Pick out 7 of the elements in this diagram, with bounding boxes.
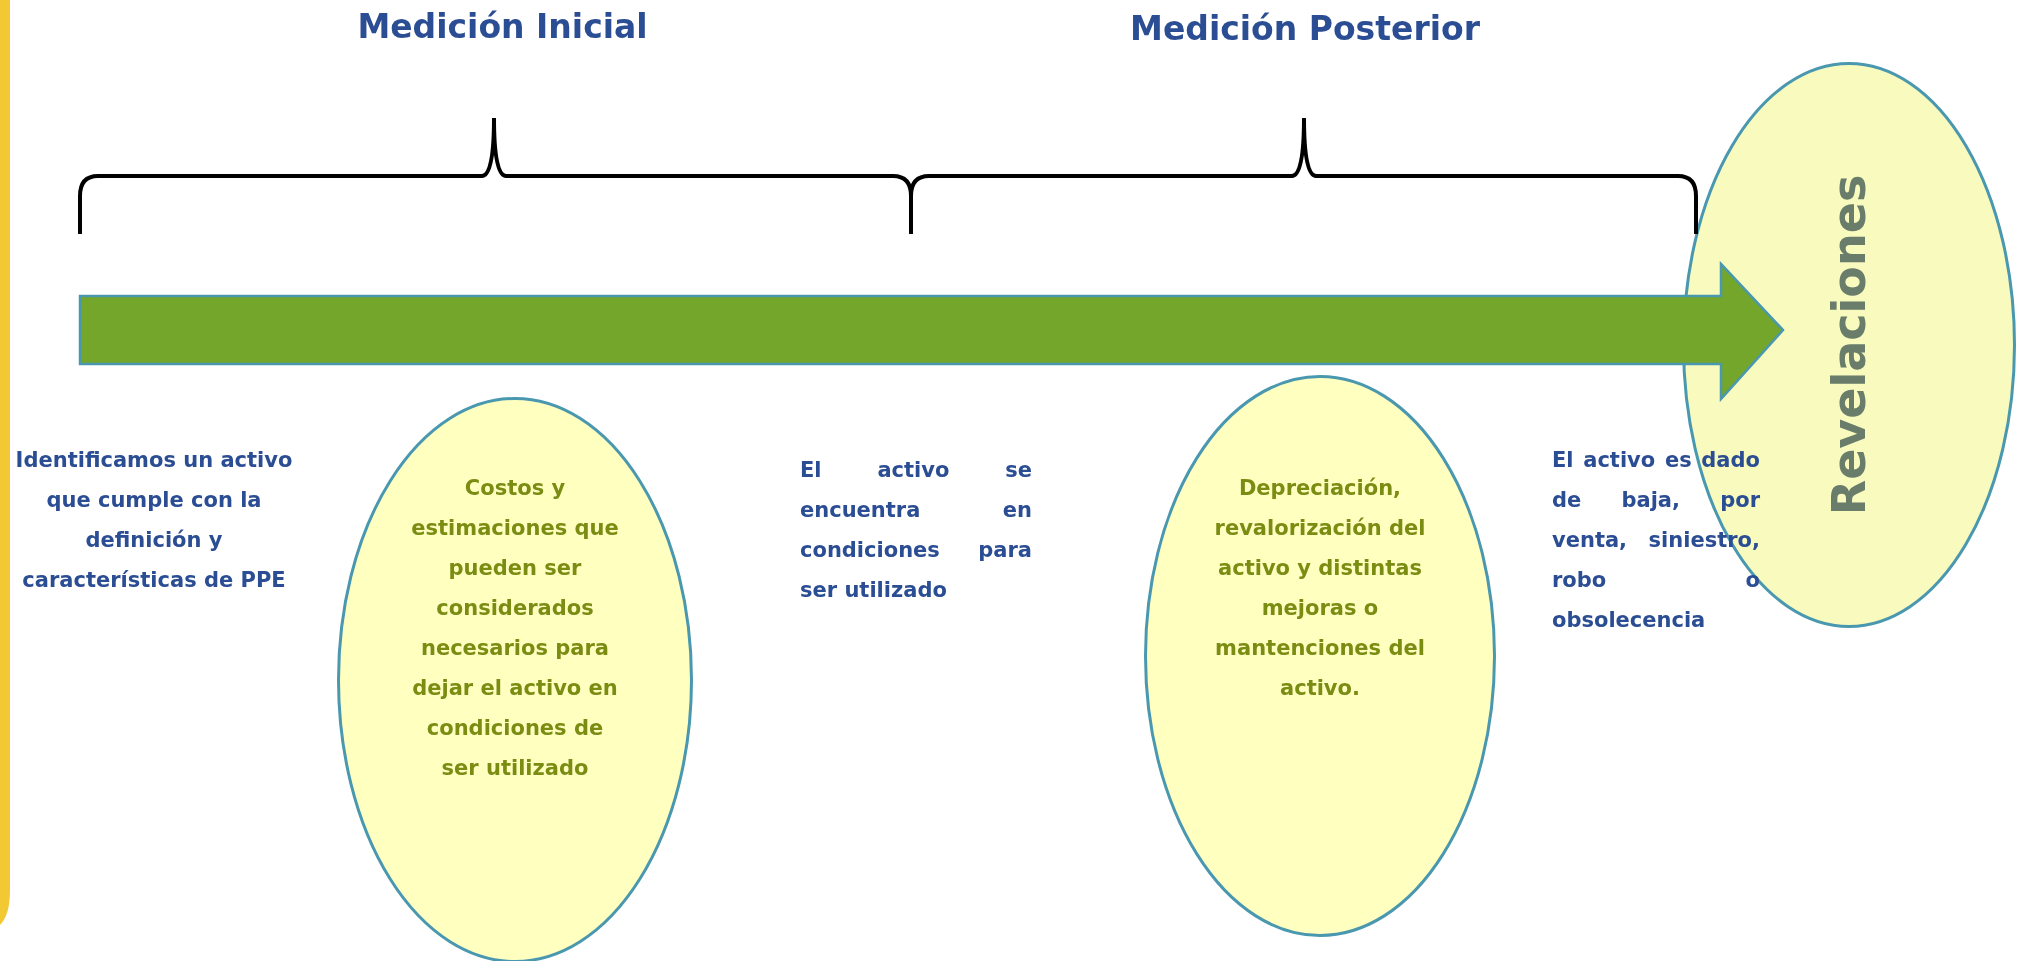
step-description: El activo se encuentra en condiciones para ser utilizado (800, 457, 1032, 604)
oval-text: Depreciación, revalorización del activo y distintas mejoras o mantenciones del activo. (1213, 475, 1427, 702)
oval-text: Revelaciones (1826, 174, 1872, 516)
step-description: Identificamos un activo que cumple con la definición y características de PPE (14, 447, 294, 594)
section-title: Medición Posterior (1129, 8, 1481, 50)
section-title: Medición Inicial (356, 6, 649, 48)
oval-text: Costos y estimaciones que pueden ser considerados necesarios para dejar el activo en condiciones de ser utilizado (410, 475, 620, 782)
